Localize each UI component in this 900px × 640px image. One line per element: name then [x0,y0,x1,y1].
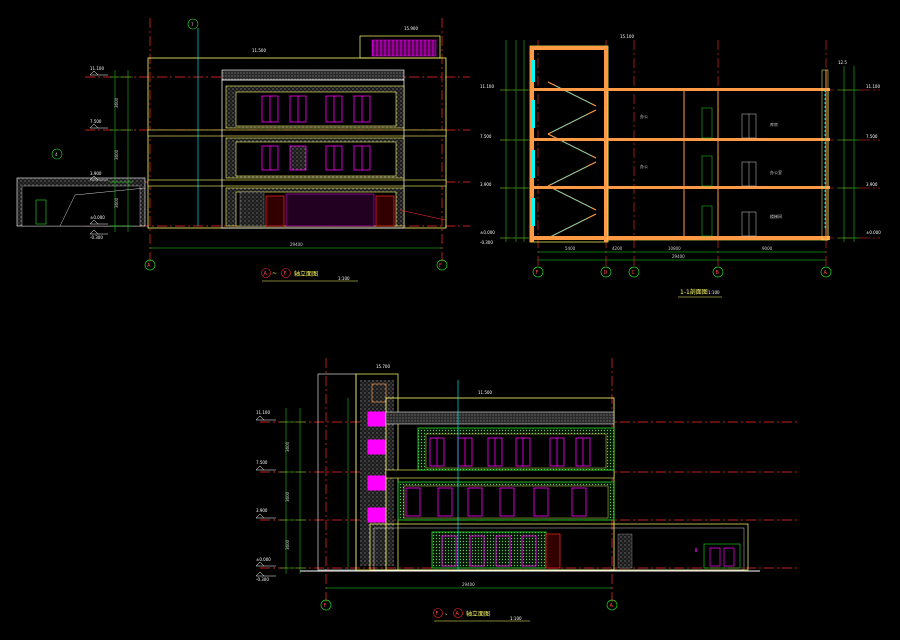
east-level-markers [89,70,108,235]
svg-text:A: A [456,611,460,617]
section-axis-bubble-a: A [820,266,832,278]
east-level-2: 7.500 [90,119,102,124]
section-right-dims [838,66,860,242]
east-floor-dim-1: 3600 [114,97,119,108]
section-axis-bubble-d: D [600,266,612,278]
section-span-dim-1: 5400 [565,246,576,251]
svg-text:4: 4 [55,152,58,157]
section-room-label-3: 库房 [770,121,778,127]
section-room-label-5: 楼梯间 [770,213,782,219]
section-level-right-2: 7.500 [866,134,878,139]
east-floor-dim-2: 3600 [114,149,119,160]
svg-text:7: 7 [191,22,194,27]
section-top-level: 15.100 [620,34,634,39]
section-level-left-2: 7.500 [480,134,492,139]
svg-text:A: A [824,270,828,276]
east-level-5: -0.300 [90,235,103,240]
svg-text:轴立面图: 轴立面图 [294,270,318,278]
section-span-dim-2: 4200 [612,246,623,251]
east-top-level: 15.900 [404,26,418,31]
east-elevation-view: 3600 3600 3600 11.100 7.500 3.900 ±0.000… [16,18,470,282]
svg-text:D: D [604,270,608,276]
south-elevation-title: F 、 A 轴立面图 1:100 [433,608,530,622]
east-building [147,28,447,229]
south-total-dim: 29400 [462,582,475,587]
svg-text:F: F [436,611,439,617]
svg-text:F: F [284,271,287,277]
section-total-dim: 29400 [672,254,685,259]
section-axis-bubble-f: F [532,266,544,278]
svg-text:B: B [716,270,720,276]
south-elevation-view: 3600 3600 3600 11.100 7.500 3.900 ±0.000… [255,358,800,622]
svg-text:~: ~ [272,270,277,277]
svg-text:F: F [536,270,539,276]
south-building [300,380,760,572]
svg-text:F: F [324,603,327,609]
east-total-dim: 29400 [290,242,303,247]
section-left-dims [500,40,530,242]
section-axis-bubble-b: B [712,266,724,278]
section-span-dim-3: 10800 [668,246,681,251]
svg-text:、: 、 [445,610,451,617]
section-view: 办公 办公 库房 办公室 楼梯间 11.100 7.500 3 [480,34,881,298]
section-floors: 办公 办公 库房 办公室 楼梯间 [607,69,830,241]
section-level-left-5: -0.300 [480,240,493,245]
east-level-3: 3.900 [90,171,102,176]
south-floor-dim-3: 3600 [285,539,290,550]
east-axis-tag-side: 4 [51,148,63,160]
east-axis-bubble-f: F [436,259,448,271]
section-level-right-4: ±0.000 [866,230,881,235]
east-axis-tag-top: 7 [187,18,199,30]
svg-text:1:100: 1:100 [708,290,720,295]
svg-text:A: A [264,271,268,277]
south-level-2: 7.500 [256,460,268,465]
south-axis-bubble-a: A [606,599,618,611]
section-title: 1-1剖面图 1:100 [678,288,722,298]
east-annex [16,177,146,227]
south-level-markers [255,415,276,577]
section-level-left-3: 3.900 [480,182,492,187]
svg-text:A: A [147,263,151,269]
svg-text:轴立面图: 轴立面图 [466,610,490,618]
east-level-1: 11.100 [90,66,104,71]
south-floor-dim-2: 3600 [285,491,290,502]
east-level-4: ±0.000 [90,215,105,220]
section-level-left-1: 11.100 [480,84,494,89]
section-room-label-4: 办公室 [770,169,782,175]
svg-text:1:100: 1:100 [338,276,350,281]
east-axis-bubble-a: A [144,259,156,271]
svg-text:F: F [439,263,442,269]
section-span-dims [538,251,826,261]
east-dim-chain [110,70,133,232]
svg-text:C: C [632,270,636,276]
section-span-dim-4: 9000 [762,246,773,251]
svg-text:1:100: 1:100 [510,616,522,621]
south-level-4: ±0.000 [256,557,271,562]
section-right-level: 12.5 [838,60,847,65]
section-level-left-4: ±0.000 [480,230,495,235]
section-room-label-1: 办公 [640,113,648,119]
south-dim-chain [280,398,349,574]
east-elevation-title: A ~ F 轴立面图 1:100 [261,268,358,282]
south-top-level: 15.700 [376,364,390,369]
south-level-1: 11.100 [256,410,270,415]
section-stair-tower [529,45,609,243]
south-floor-dim-1: 3600 [285,441,290,452]
section-room-label-2: 办公 [640,163,648,169]
section-level-right-1: 11.100 [866,84,880,89]
section-axis-bubble-c: C [628,266,640,278]
svg-text:A: A [610,603,614,609]
south-axis-bubble-f: F [320,599,332,611]
south-level-5: -0.300 [256,577,269,582]
section-level-right-3: 3.900 [866,182,878,187]
east-parapet-level: 11.500 [252,48,266,53]
south-parapet-level: 11.500 [478,390,492,395]
south-level-3: 3.900 [256,508,268,513]
svg-text:1-1剖面图: 1-1剖面图 [680,288,708,296]
east-floor-dim-3: 3600 [114,197,119,208]
